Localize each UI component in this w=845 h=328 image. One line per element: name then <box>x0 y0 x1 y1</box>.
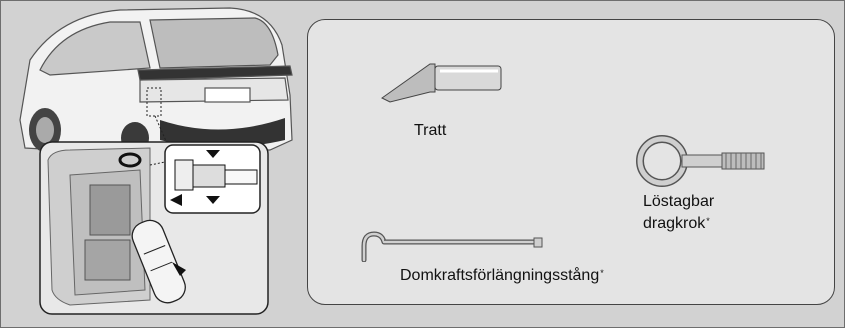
tow-hook-icon <box>636 135 765 187</box>
jack-bar-label: Domkraftsförlängningsstång* <box>400 267 604 284</box>
car-rear-icon <box>19 7 293 315</box>
tow-hook-label: Löstagbar <box>643 193 715 210</box>
funnel-label: Tratt <box>414 122 447 139</box>
funnel-icon <box>381 63 502 103</box>
jack-handle-extension-icon <box>361 231 543 262</box>
tools-panel: Tratt Löstagbar dragkrok* Domkraftsförlä… <box>307 19 835 305</box>
tow-hook-label-line2: dragkrok* <box>643 215 710 232</box>
